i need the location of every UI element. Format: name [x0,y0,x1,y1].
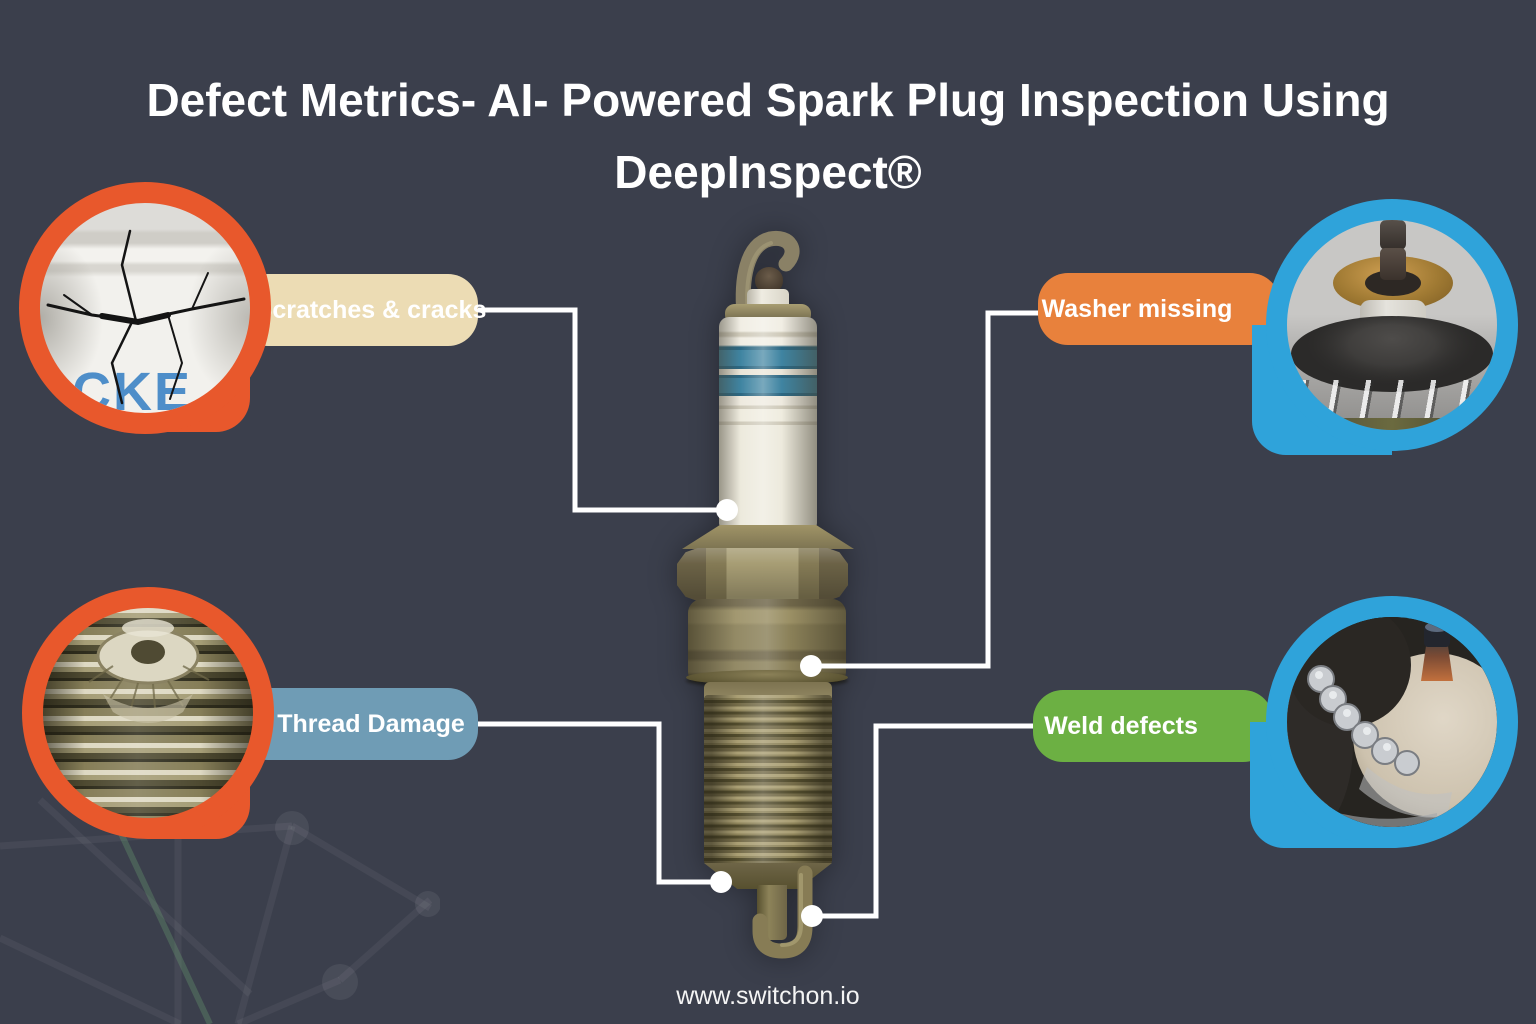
callout-label-scratches-text: Scratches & cracks [255,295,487,324]
photo-marking-text: CKE [72,362,193,413]
page-title-line2: DeepInspect® [614,146,922,198]
callout-label-washer: Washer missing [1038,273,1280,345]
website-url: www.switchon.io [676,982,860,1010]
anchor-dot-scratches [716,499,738,521]
page-title: Defect Metrics- AI- Powered Spark Plug I… [0,64,1536,208]
terminal-stud [1380,220,1406,250]
rubber-gasket-ring [1291,316,1493,392]
connector-scratches [477,307,727,513]
knurl-slots [1287,380,1497,420]
crack-lines [46,229,246,405]
photo-bubble-washer [1252,199,1518,455]
center-post [1380,248,1406,280]
callout-label-scratches: Scratches & cracks [238,274,486,346]
callout-label-weld: Weld defects [1033,690,1273,762]
terminal-stud [755,267,783,293]
page-title-line1: Defect Metrics- AI- Powered Spark Plug I… [146,74,1390,126]
callout-label-washer-text: Washer missing [1041,294,1233,323]
bottom-strip [1287,418,1497,430]
callout-label-weld-text: Weld defects [1044,711,1198,740]
photo-bubble-weld [1250,596,1518,848]
anchor-dot-washer [800,655,822,677]
anchor-dot-thread [710,871,732,893]
background-network-pattern [0,780,440,1024]
photo-bubble-thread [22,587,274,839]
ground-electrode-hook [752,865,813,959]
spark-plug-image [600,225,936,970]
weld-defect-drawing [1287,617,1497,827]
connector-weld [812,723,1035,919]
thread-neck [704,682,832,698]
connector-thread [477,721,721,885]
threaded-shaft [704,695,832,865]
damaged-thread-macro-photo [43,608,253,818]
ceramic-insulator-with-blue-bands [719,317,817,529]
hex-nut [677,548,848,601]
callout-label-thread-text: Thread Damage [277,709,465,738]
thread-damage-blob [88,619,210,723]
connector-washer [811,310,1040,669]
spark-plug-top-missing-washer-photo [1287,220,1497,430]
weld-defect-macro-photo [1287,617,1497,827]
photo-bubble-scratches: CKE [19,182,271,434]
cracked-ceramic-insulator-photo: CKE [40,203,250,413]
anchor-dot-weld [801,905,823,927]
callout-label-thread: Thread Damage [238,688,478,760]
